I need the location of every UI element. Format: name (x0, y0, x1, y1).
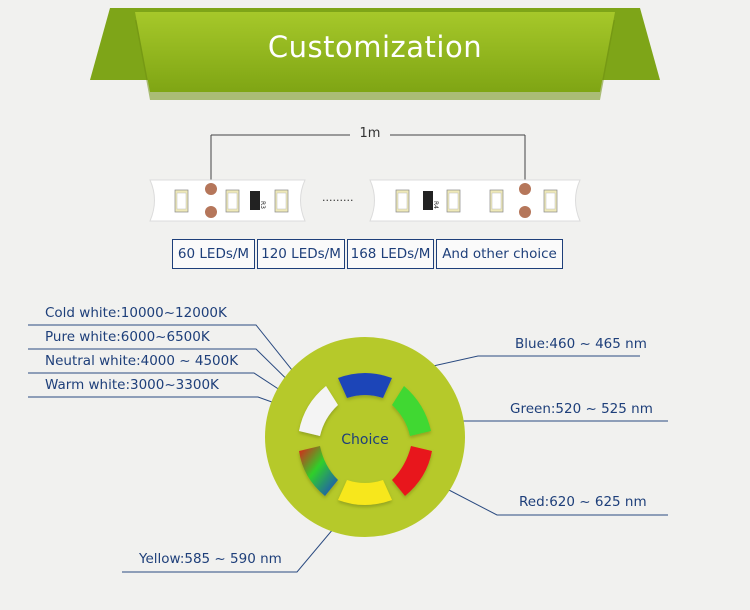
segment-rgb (299, 446, 338, 496)
banner-title: Customization (267, 30, 483, 64)
segment-white (299, 386, 338, 436)
led-strip-left (149, 179, 306, 222)
label-blue: Blue:460 ~ 465 nm (515, 336, 647, 352)
density-option-168[interactable]: 168 LEDs/M (347, 239, 434, 269)
segment-red (392, 446, 432, 496)
label-green: Green:520 ~ 525 nm (510, 401, 653, 417)
led-strip-right (369, 179, 581, 222)
label-red: Red:620 ~ 625 nm (519, 494, 647, 510)
strip-gap: ········· (322, 194, 353, 207)
label-neutral-white: Neutral white:4000 ~ 4500K (45, 353, 239, 369)
density-option-60[interactable]: 60 LEDs/M (172, 239, 255, 269)
wheel-center-label: Choice (341, 432, 389, 448)
segment-green (392, 386, 431, 436)
banner (90, 8, 660, 100)
strip-length-label: 1m (350, 126, 390, 141)
density-option-120[interactable]: 120 LEDs/M (257, 239, 345, 269)
segment-blue (338, 373, 392, 398)
label-pure-white: Pure white:6000~6500K (45, 329, 210, 345)
label-warm-white: Warm white:3000~3300K (45, 377, 219, 393)
label-cold-white: Cold white:10000~12000K (45, 305, 227, 321)
density-options: 60 LEDs/M 120 LEDs/M 168 LEDs/M And othe… (172, 239, 565, 269)
label-yellow: Yellow:585 ~ 590 nm (139, 551, 282, 567)
color-wheel (265, 337, 465, 537)
resistor-left-label: R3 (259, 201, 266, 209)
density-option-other[interactable]: And other choice (436, 239, 563, 269)
resistor-right-label: R4 (432, 201, 439, 209)
segment-yellow (338, 480, 392, 505)
